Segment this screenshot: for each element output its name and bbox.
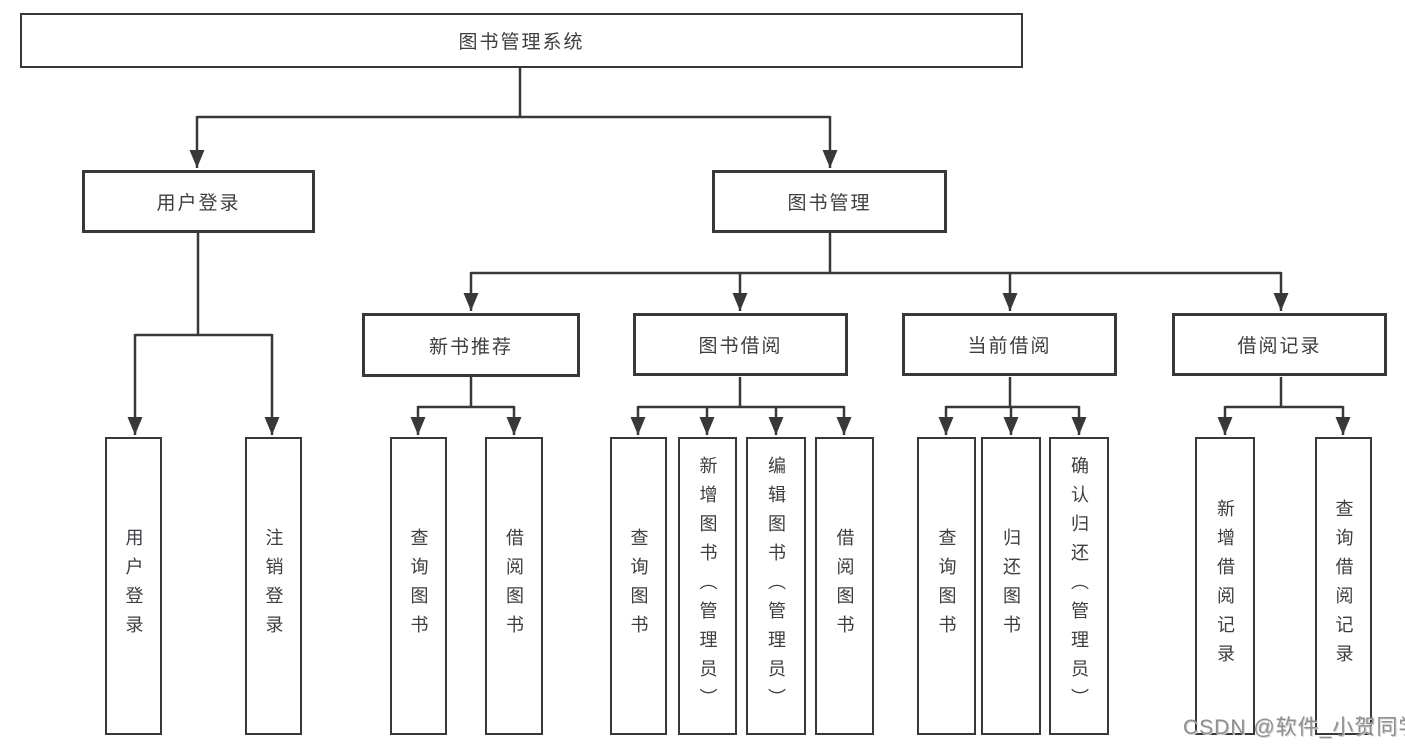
leaf-edit-book-admin: 编辑图书（管理员） [746,437,806,735]
connector-book-borrow [630,377,852,435]
leaf-logout: 注销登录 [245,437,302,735]
leaf-user-login: 用户登录 [105,437,162,735]
connector-root-to-level2 [189,68,838,168]
connector-borrow-records [1217,377,1351,435]
node-current-borrow: 当前借阅 [902,313,1117,376]
leaf-add-borrow-record: 新增借阅记录 [1195,437,1255,735]
leaf-return-book: 归还图书 [981,437,1041,735]
node-borrow-records: 借阅记录 [1172,313,1387,376]
leaf-query-books-recommend: 查询图书 [390,437,447,735]
leaf-query-borrow-record: 查询借阅记录 [1315,437,1372,735]
connector-new-book-recommend [410,377,522,435]
leaf-add-book-admin: 新增图书（管理员） [678,437,737,735]
node-new-book-recommend: 新书推荐 [362,313,580,377]
leaf-borrow-books-borrow: 借阅图书 [815,437,874,735]
leaf-query-books-borrow: 查询图书 [610,437,667,735]
leaf-query-books-current: 查询图书 [917,437,976,735]
node-book-management: 图书管理 [712,170,947,233]
connector-current-borrow [938,377,1087,435]
leaf-confirm-return-admin: 确认归还（管理员） [1049,437,1109,735]
connector-book-management-to-level3 [463,233,1289,311]
csdn-watermark: CSDN @软件_小贺同学 [1183,716,1405,739]
node-library-management-system: 图书管理系统 [20,13,1023,68]
node-user-login: 用户登录 [82,170,315,233]
connector-user-login-branch [127,233,280,435]
node-book-borrow: 图书借阅 [633,313,848,376]
leaf-borrow-books-recommend: 借阅图书 [485,437,543,735]
